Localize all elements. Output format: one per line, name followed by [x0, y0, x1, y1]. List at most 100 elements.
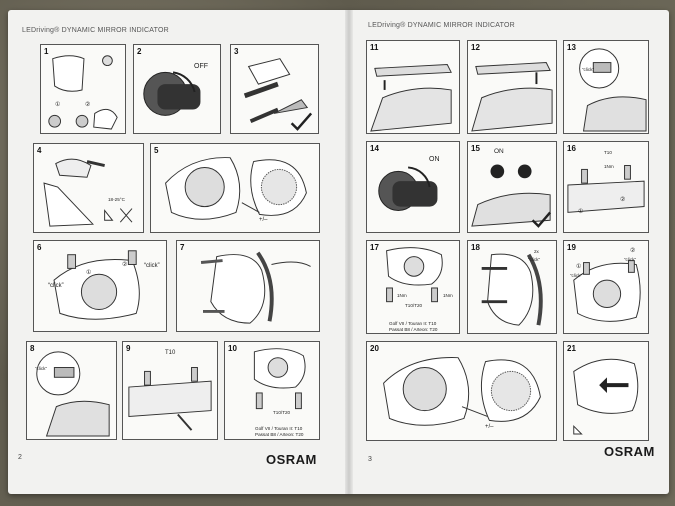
- on-label: ON: [429, 156, 440, 163]
- indicator-reinsert-illustration: [564, 241, 648, 333]
- callout-2: ②: [620, 197, 626, 203]
- page-fold: [345, 10, 353, 494]
- step-number: 3: [234, 47, 239, 56]
- mirror-finished-illustration: [564, 342, 648, 440]
- torque-label-b: 1Nm: [443, 293, 453, 298]
- step-number: 19: [567, 243, 576, 252]
- step-number: 14: [370, 144, 379, 153]
- torque-label-a: 1Nm: [397, 293, 407, 298]
- click-label-b: “click”: [624, 257, 636, 262]
- step-number: 15: [471, 144, 480, 153]
- step-number: 12: [471, 43, 480, 52]
- step-number: 2: [137, 47, 142, 56]
- step-14-panel: 14 ON: [366, 141, 460, 233]
- step-number: 8: [30, 344, 35, 353]
- connector-click-illustration: [27, 342, 116, 439]
- click-label: “click”: [528, 257, 540, 262]
- plus-minus-label: +/–: [259, 217, 268, 223]
- tools-illustration: [231, 45, 318, 133]
- plus-minus-label: +/–: [485, 424, 494, 430]
- repeat-label: 2x: [534, 249, 539, 254]
- mirror-glass-removal-illustration: [151, 144, 319, 232]
- step-number: 6: [37, 243, 42, 252]
- reassembly-illustration: [367, 342, 556, 440]
- osram-logo-left: OSRAM: [266, 452, 317, 467]
- click-label: “click”: [582, 67, 594, 72]
- off-label: OFF: [194, 63, 208, 70]
- step-9-panel: 9 T10: [122, 341, 218, 440]
- indicator-install-illustration: [468, 41, 556, 133]
- step-17-panel: 17 1Nm 1Nm T10/T20 Golf VII / Touran II:…: [366, 240, 460, 334]
- glass-press-illustration: [468, 241, 556, 333]
- step-15-panel: 15 ON: [467, 141, 557, 233]
- housing-torque-illustration: [367, 241, 459, 333]
- click-label-a: “click”: [48, 283, 64, 289]
- click-label: “click”: [35, 366, 47, 371]
- step-number: 10: [228, 344, 237, 353]
- page-number-right: 3: [368, 456, 372, 463]
- indicator-insert-illustration: [34, 241, 166, 331]
- model-note-2: Passat B8 / Arteon: T20: [255, 432, 304, 437]
- on-label: ON: [494, 148, 504, 155]
- step-18-panel: 18 2x “click”: [467, 240, 557, 334]
- osram-logo-right: OSRAM: [604, 444, 655, 459]
- step-number: 16: [567, 144, 576, 153]
- click-label-a: “click”: [570, 273, 582, 278]
- step-6-panel: 6 ① ② “click” “click”: [33, 240, 167, 332]
- step-19-panel: 19 ① ② “click” “click”: [563, 240, 649, 334]
- step-number: 13: [567, 43, 576, 52]
- temperature-label: 18-25°C: [108, 197, 125, 202]
- housing-screws-illustration: [225, 342, 319, 439]
- step-number: 18: [471, 243, 480, 252]
- step-number: 21: [567, 344, 576, 353]
- callout-2: ②: [85, 102, 91, 108]
- glass-reinstall-illustration: [177, 241, 319, 331]
- torque-label: 1Nm: [604, 164, 614, 169]
- page-number-left: 2: [18, 454, 22, 461]
- indicator-remove-illustration: [367, 41, 459, 133]
- connector-click-illustration: [564, 41, 648, 133]
- step-number: 1: [44, 47, 49, 56]
- model-note-1: Golf VII / Touran II: T10: [389, 321, 437, 326]
- step-2-panel: 2 OFF: [133, 44, 221, 134]
- header-left: LEDriving® DYNAMIC MIRROR INDICATOR: [22, 27, 169, 34]
- step-4-panel: 4 18-25°C: [33, 143, 144, 233]
- step-3-panel: 3: [230, 44, 319, 134]
- torx-label: T10/T20: [273, 410, 291, 415]
- step-number: 11: [370, 43, 379, 52]
- mirror-adjust-illustration: [41, 45, 125, 133]
- torx-label: T10: [165, 350, 176, 356]
- indicator-test-illustration: [468, 142, 556, 232]
- step-21-panel: 21: [563, 341, 649, 441]
- step-number: 9: [126, 344, 131, 353]
- step-16-panel: 16 T10 1Nm ① ②: [563, 141, 649, 233]
- ignition-off-illustration: [134, 45, 220, 133]
- torx-label: T10/T20: [405, 303, 423, 308]
- step-20-panel: 20 +/–: [366, 341, 557, 441]
- step-number: 7: [180, 243, 185, 252]
- click-label-b: “click”: [144, 263, 160, 269]
- callout-2: ②: [630, 248, 636, 254]
- step-10-panel: 10 T10/T20 Golf VII / Touran II: T10 Pas…: [224, 341, 320, 440]
- step-number: 17: [370, 243, 379, 252]
- callout-1: ①: [576, 264, 582, 270]
- torx-label: T10: [604, 150, 612, 155]
- step-number: 5: [154, 146, 159, 155]
- torque-screws-illustration: [564, 142, 648, 232]
- step-1-panel: 1 ① ②: [40, 44, 126, 134]
- callout-1: ①: [55, 102, 61, 108]
- step-number: 4: [37, 146, 42, 155]
- model-note-2: Passat B8 / Arteon: T20: [389, 327, 438, 332]
- step-11-panel: 11: [366, 40, 460, 134]
- callout-1: ①: [86, 270, 92, 276]
- step-13-panel: 13 “click”: [563, 40, 649, 134]
- screw-tighten-illustration: [123, 342, 217, 439]
- header-right: LEDriving® DYNAMIC MIRROR INDICATOR: [368, 22, 515, 29]
- callout-2: ②: [122, 262, 128, 268]
- model-note-1: Golf VII / Touran II: T10: [255, 426, 303, 431]
- step-number: 20: [370, 344, 379, 353]
- ignition-on-illustration: [367, 142, 459, 232]
- step-5-panel: 5 +/–: [150, 143, 320, 233]
- step-12-panel: 12: [467, 40, 557, 134]
- step-8-panel: 8 “click”: [26, 341, 117, 440]
